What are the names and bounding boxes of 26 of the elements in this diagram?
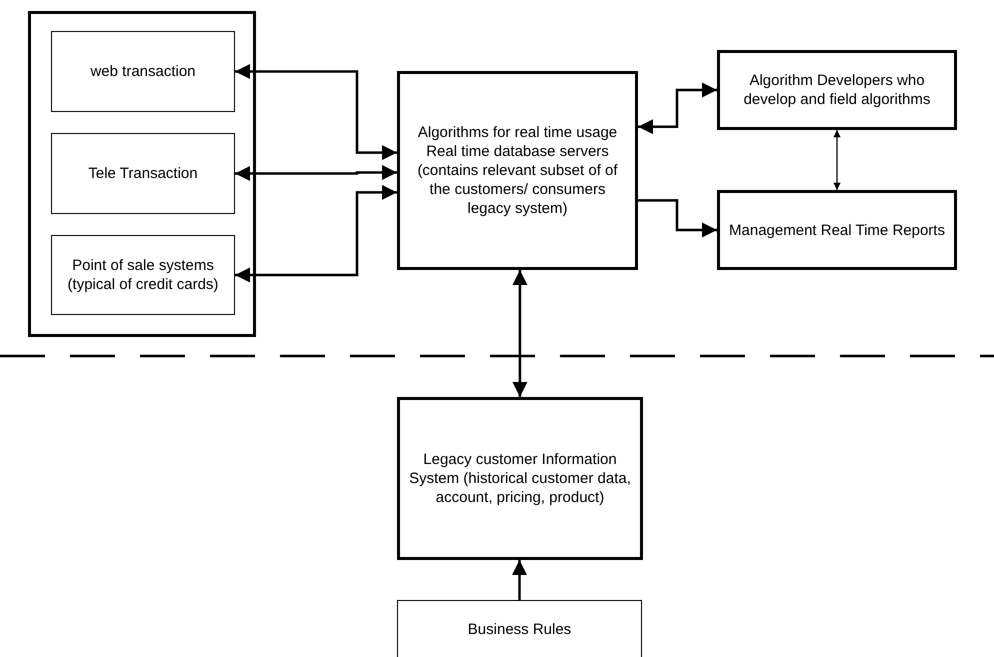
box-text: Algorithms for real time usage bbox=[418, 123, 618, 142]
box-text: Management Real Time Reports bbox=[729, 220, 945, 240]
box-text: Algorithm Developers who develop and field algorithms bbox=[742, 71, 932, 109]
process-box bbox=[51, 133, 235, 214]
process-box bbox=[397, 600, 642, 657]
process-box bbox=[397, 71, 638, 270]
box-text: Business Rules bbox=[468, 620, 572, 638]
box-text: web transaction bbox=[90, 62, 196, 81]
box-text: Legacy customer Information System (historical customer data, account, pricing, product) bbox=[408, 450, 632, 507]
arrow bbox=[235, 184, 397, 282]
arrow bbox=[512, 270, 528, 397]
arrow bbox=[235, 165, 397, 181]
box-text: Tele Transaction bbox=[88, 164, 198, 183]
process-box bbox=[51, 31, 235, 112]
process-box bbox=[397, 397, 643, 560]
arrow bbox=[235, 64, 397, 160]
arrow bbox=[638, 199, 717, 238]
process-box bbox=[717, 190, 957, 270]
group-box bbox=[28, 11, 256, 337]
process-box bbox=[717, 50, 957, 130]
arrow bbox=[833, 130, 841, 190]
process-box bbox=[51, 235, 235, 315]
box-text: Real time database servers (contains relevant subset of of the customers/ consumers legacy system) bbox=[416, 142, 619, 218]
box-text: Point of sale systems (typical of credit cards) bbox=[66, 256, 220, 294]
arrow bbox=[638, 82, 717, 134]
arrow bbox=[512, 560, 527, 600]
